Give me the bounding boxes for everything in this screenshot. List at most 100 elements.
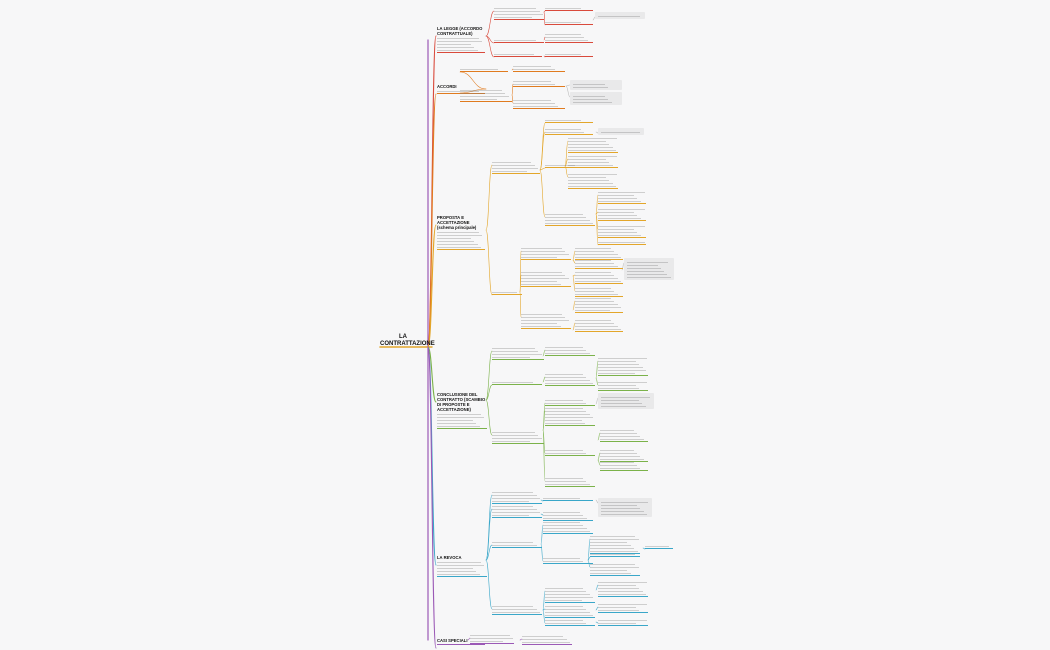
branch-1[interactable]: LA LEGGE (ACCORDO CONTRATTUALE) [437, 26, 485, 53]
sub-node[interactable] [460, 88, 512, 102]
sub-node[interactable] [460, 67, 508, 72]
note-box[interactable] [570, 80, 622, 90]
node-text-line [568, 162, 609, 163]
node-text-line [627, 271, 665, 272]
sub-node[interactable] [598, 207, 646, 221]
sub-connector [572, 300, 576, 311]
sub-node[interactable] [545, 20, 593, 25]
sub-node[interactable] [598, 190, 646, 204]
sub-node[interactable] [545, 6, 593, 11]
sub-node[interactable] [575, 318, 623, 332]
sub-node[interactable] [545, 372, 595, 386]
sub-node[interactable] [492, 346, 544, 360]
sub-node[interactable] [575, 286, 623, 297]
node-text-line [545, 594, 590, 595]
sub-node[interactable] [521, 270, 571, 287]
sub-node[interactable] [598, 356, 648, 376]
note-box[interactable] [598, 393, 654, 409]
sub-node[interactable] [568, 136, 618, 153]
sub-node[interactable] [492, 540, 542, 548]
branch-2[interactable]: ACCORDI [437, 84, 485, 94]
sub-node[interactable] [494, 38, 544, 43]
sub-connector [595, 584, 599, 591]
note-box[interactable] [624, 258, 674, 280]
sub-connector [543, 11, 546, 26]
sub-node[interactable] [545, 448, 595, 456]
sub-node[interactable] [600, 428, 648, 442]
node-text-line [568, 177, 606, 178]
node-underline [545, 9, 593, 11]
sub-node[interactable] [521, 246, 571, 260]
sub-node[interactable] [545, 604, 595, 618]
sub-node[interactable] [568, 154, 618, 168]
sub-node[interactable] [494, 6, 544, 20]
branch-3[interactable]: PROPOSTA E ACCETTAZIONE (schema principa… [437, 215, 485, 250]
sub-node[interactable] [492, 290, 522, 295]
node-underline [437, 51, 485, 53]
sub-connector [485, 384, 493, 401]
note-box[interactable] [598, 128, 644, 135]
sub-node[interactable] [575, 270, 623, 284]
sub-node[interactable] [522, 634, 572, 645]
node-text-line [543, 531, 590, 532]
sub-node[interactable] [492, 604, 542, 615]
sub-node[interactable] [600, 448, 648, 462]
node-text-line [601, 514, 648, 515]
note-box[interactable] [598, 498, 652, 517]
sub-node[interactable] [645, 544, 673, 549]
node-text-line [460, 96, 509, 97]
sub-node[interactable] [568, 172, 618, 189]
sub-node[interactable] [575, 246, 623, 260]
note-box[interactable] [595, 12, 645, 19]
sub-node[interactable] [492, 160, 540, 174]
node-text-line [575, 275, 615, 276]
sub-node[interactable] [598, 380, 648, 391]
sub-node[interactable] [543, 520, 593, 534]
sub-node[interactable] [545, 212, 595, 226]
sub-node[interactable] [598, 240, 646, 245]
sub-node[interactable] [543, 556, 593, 564]
sub-node[interactable] [545, 476, 595, 487]
note-box[interactable] [570, 92, 622, 105]
sub-node[interactable] [513, 79, 565, 87]
sub-node[interactable] [545, 345, 595, 356]
sub-node[interactable] [590, 562, 640, 576]
sub-node[interactable] [545, 406, 595, 426]
node-text-line [568, 174, 617, 175]
sub-node[interactable] [513, 64, 565, 72]
sub-node[interactable] [545, 586, 595, 603]
node-text-line [590, 536, 635, 537]
sub-node[interactable] [575, 258, 623, 269]
root-node[interactable]: LA CONTRATTAZIONE [380, 334, 435, 348]
sub-node[interactable] [492, 430, 544, 444]
node-text-line [492, 165, 535, 166]
sub-node[interactable] [492, 504, 542, 518]
sub-node[interactable] [545, 118, 593, 123]
sub-node[interactable] [545, 163, 585, 168]
branch-5[interactable]: LA REVOCA [437, 555, 487, 577]
sub-node[interactable] [590, 534, 640, 554]
sub-node[interactable] [492, 490, 542, 504]
sub-node[interactable] [598, 618, 648, 626]
sub-node[interactable] [543, 510, 593, 521]
branch-6[interactable]: CASI SPECIALI [437, 638, 485, 645]
sub-node[interactable] [545, 127, 593, 135]
sub-node[interactable] [598, 224, 646, 238]
sub-node[interactable] [470, 633, 514, 644]
branch-4[interactable]: CONCLUSIONE DEL CONTRATTO (SCAMBIO DI PR… [437, 392, 487, 429]
sub-node[interactable] [545, 398, 595, 406]
sub-node[interactable] [545, 52, 593, 57]
sub-node[interactable] [598, 602, 648, 613]
sub-node[interactable] [494, 52, 542, 57]
sub-node[interactable] [545, 32, 593, 43]
sub-node[interactable] [598, 580, 648, 597]
sub-node[interactable] [600, 460, 648, 471]
sub-node[interactable] [575, 296, 623, 313]
sub-node[interactable] [492, 380, 542, 385]
sub-node[interactable] [590, 552, 640, 557]
sub-node[interactable] [543, 496, 593, 501]
sub-node[interactable] [513, 98, 565, 109]
sub-node[interactable] [521, 312, 571, 329]
sub-node[interactable] [545, 618, 595, 626]
node-text-line [545, 478, 583, 479]
